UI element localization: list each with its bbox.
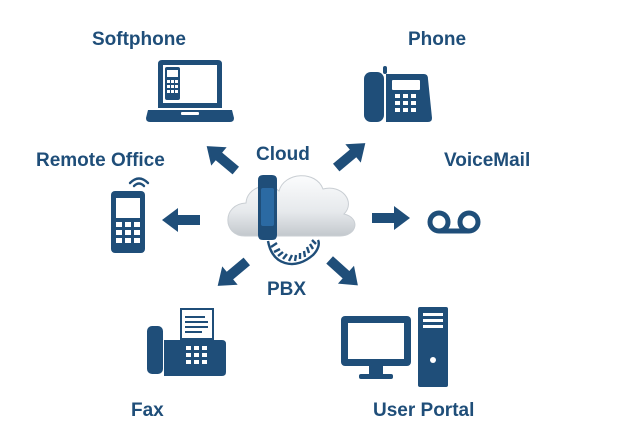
cloud-icon [227,175,356,237]
arrow-to-voicemail [372,206,410,230]
handset-icon [258,175,277,240]
pbx-label: PBX [267,279,307,300]
cloud-label: Cloud [256,144,310,165]
voicemail-label: VoiceMail [444,150,531,171]
desk-phone-icon [364,66,432,122]
arrow-to-phone [328,133,374,177]
arrow-to-user-portal [321,251,366,295]
signal-waves-icon [128,177,150,188]
fax-label: Fax [131,400,164,421]
arrow-to-fax [209,252,255,296]
desktop-computer-icon [341,307,448,387]
mobile-phone-icon [111,191,145,253]
softphone-label: Softphone [92,29,186,50]
remote-office-label: Remote Office [36,150,165,171]
phone-label: Phone [408,29,467,50]
arrow-to-remote-office [162,208,200,232]
voicemail-icon [427,210,481,234]
laptop-icon [146,60,234,122]
coiled-cord-icon [266,239,320,266]
user-portal-label: User Portal [373,400,475,421]
arrow-to-softphone [198,136,244,180]
fax-machine-icon [147,308,226,376]
